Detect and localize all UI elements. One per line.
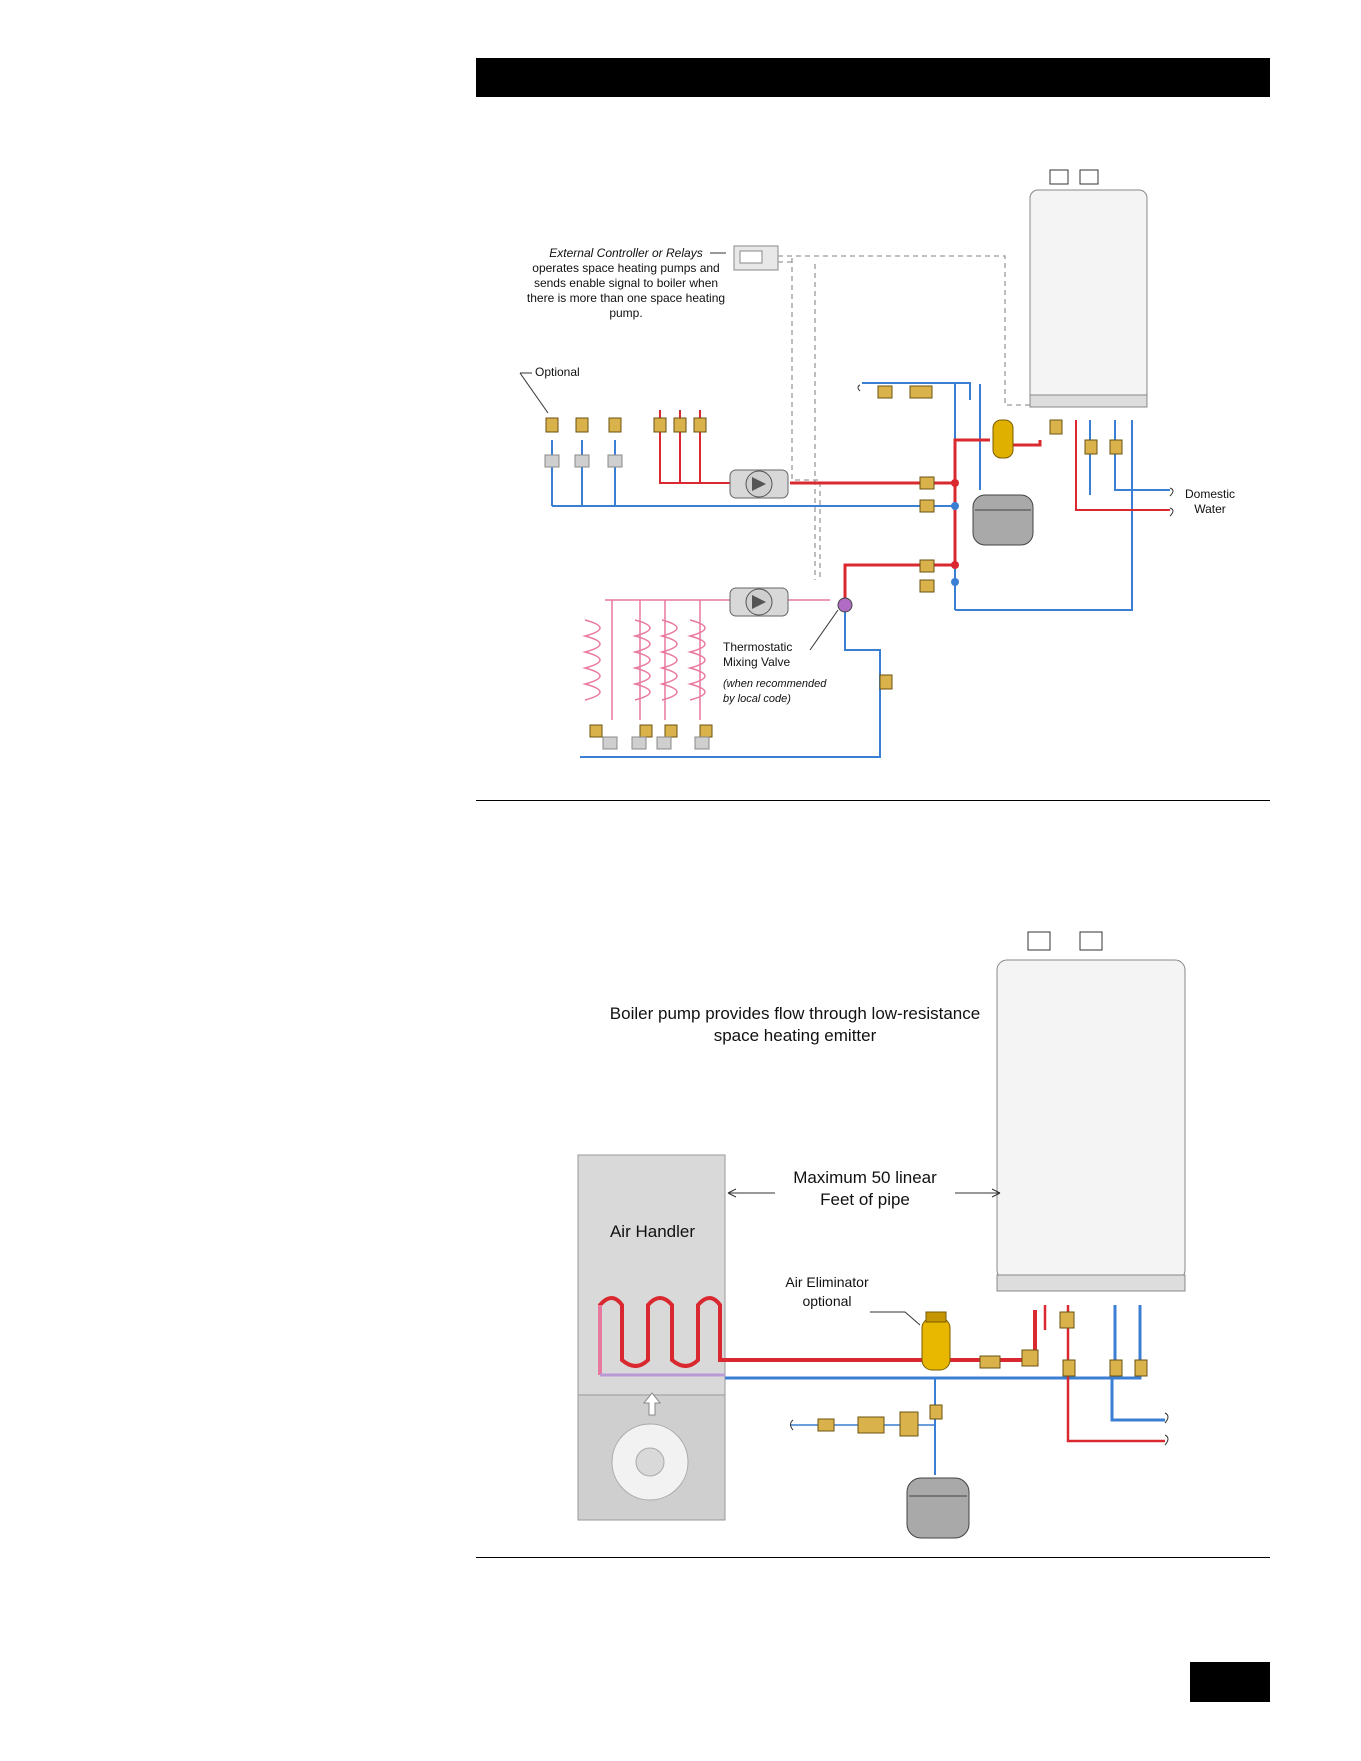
optional-label: Optional — [535, 365, 580, 379]
external-controller — [733, 245, 779, 271]
junction-dots-1 — [951, 479, 959, 586]
boiler-pump-note: Boiler pump provides flow through low-re… — [609, 1004, 981, 1045]
valves-2 — [817, 1311, 1148, 1437]
figure-divider-bottom — [476, 1557, 1270, 1558]
mixing-valve-label: Thermostatic Mixing Valve — [723, 640, 793, 669]
section-header-bar — [476, 58, 1270, 97]
return-piping — [551, 382, 1170, 758]
page-number-tab — [1190, 1662, 1270, 1702]
controller-description: operates space heating pumps and sends e… — [526, 261, 726, 320]
space-heating-pump-1 — [729, 469, 789, 499]
expansion-tank-1 — [972, 494, 1034, 546]
domestic-water-label: Domestic Water — [1184, 487, 1235, 516]
balancing-valves-1 — [544, 454, 710, 750]
mixing-valve — [837, 597, 853, 613]
return-piping-2 — [725, 1305, 1165, 1422]
controller-title: External Controller or Relays — [549, 246, 703, 260]
air-handler-label: Air Handler — [609, 1222, 696, 1241]
mixing-valve-note: (when recommended by local code) — [723, 678, 827, 705]
expansion-tank-2 — [906, 1477, 970, 1539]
air-eliminator — [921, 1311, 951, 1371]
air-handler — [577, 1154, 726, 1521]
air-separator-1 — [992, 419, 1014, 459]
air-eliminator-label: Air Eliminator optional — [785, 1274, 869, 1309]
boiler-unit-2 — [996, 931, 1186, 1292]
radiant-pump-2 — [729, 587, 789, 617]
diagram-1-piping — [519, 169, 1174, 758]
max-pipe-label: Maximum 50 linear Feet of pipe — [793, 1168, 937, 1209]
controller-label: External Controller or Relays operates s… — [526, 246, 726, 321]
control-wiring — [778, 255, 1030, 580]
figure-divider-top — [476, 800, 1270, 801]
valves-1 — [545, 385, 1123, 738]
boiler-unit-1 — [1029, 169, 1148, 408]
